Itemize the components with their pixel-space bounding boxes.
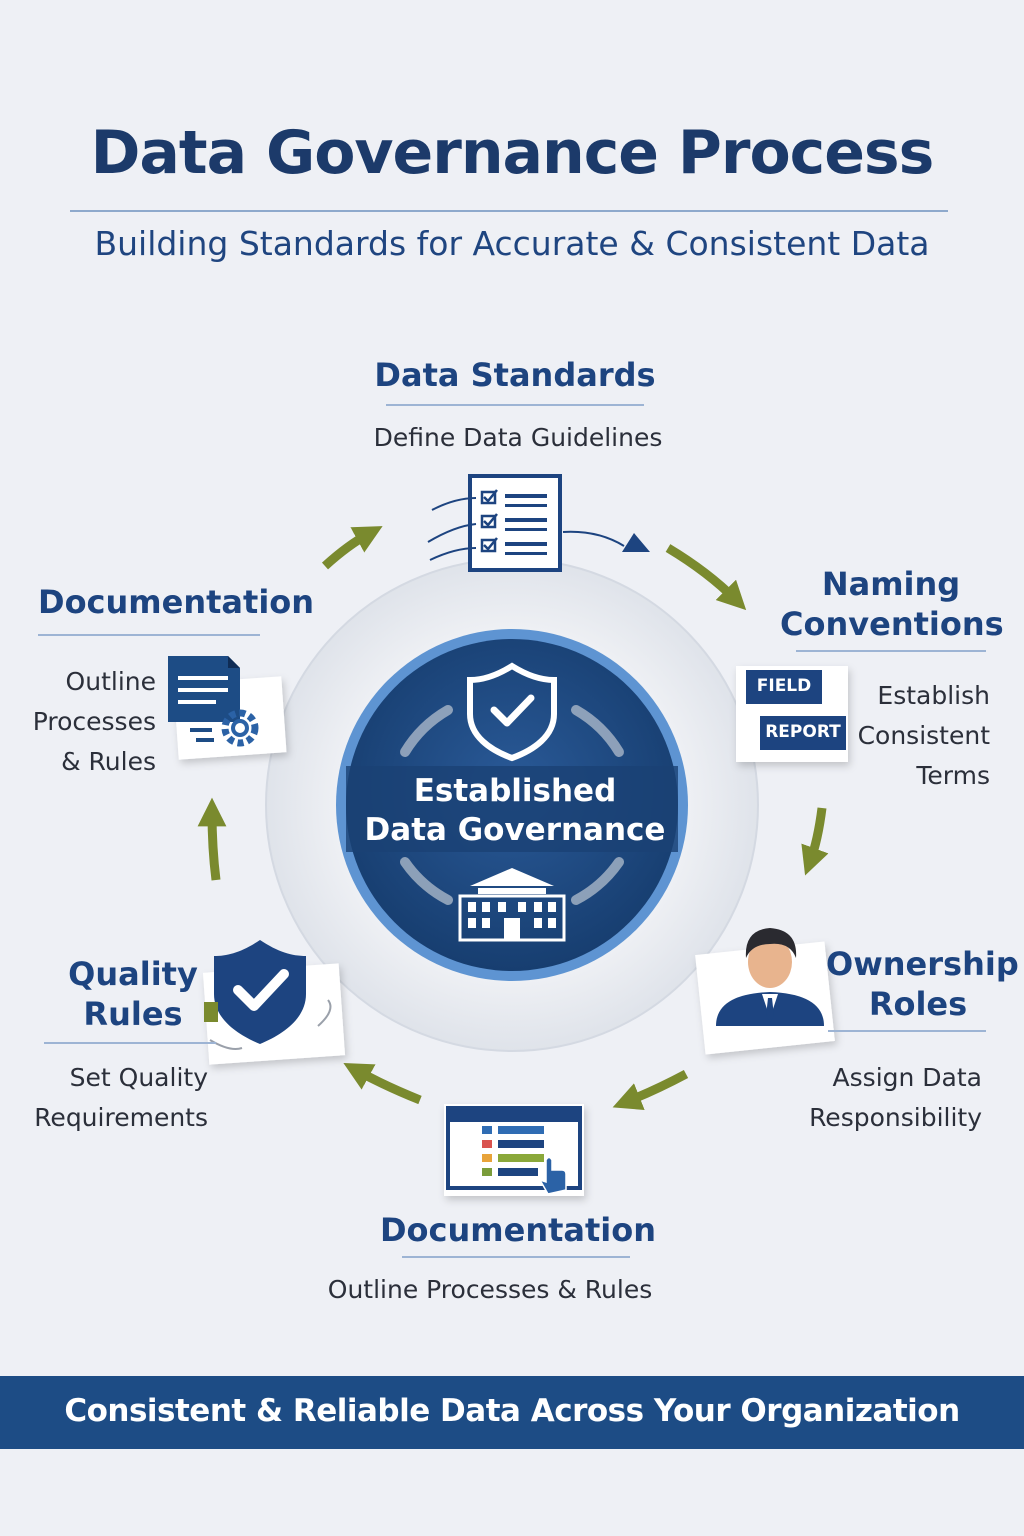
step-quality-divider: [44, 1042, 216, 1044]
badge-report-label: REPORT: [765, 722, 841, 742]
hub-arc-top-left: [400, 705, 453, 757]
step-naming-desc: Establish Consistent Terms: [850, 676, 990, 796]
badge-report: [760, 716, 846, 750]
title-divider: [70, 210, 948, 212]
arrow-doc-bottom-to-quality: [343, 1063, 422, 1105]
step-quality-title-line1: Quality: [68, 955, 198, 993]
step-ownership-title: Ownership Roles: [826, 944, 1019, 1024]
step-documentation-left-divider: [38, 634, 260, 636]
step-naming-title: Naming Conventions: [780, 564, 1004, 644]
hub-label-line1: Established: [413, 773, 617, 809]
step-ownership-title-line1: Ownership: [826, 945, 1019, 983]
step-naming-desc-line2: Consistent: [857, 721, 990, 750]
hub-text-band: [346, 766, 678, 852]
footer-tagline: Consistent & Reliable Data Across Your O…: [64, 1393, 960, 1429]
step-data-standards-desc: Define Data Guidelines: [373, 423, 663, 452]
badge-field: [746, 670, 822, 704]
step-quality-desc-line2: Requirements: [34, 1103, 208, 1132]
step-ownership-divider: [828, 1030, 986, 1032]
checklist-icon: [427, 474, 650, 572]
page-subtitle: Building Standards for Accurate & Consis…: [94, 224, 930, 263]
footer-banner: [0, 1376, 1024, 1449]
step-documentation-left-desc-line3: & Rules: [61, 747, 156, 776]
step-naming-desc-line3: Terms: [916, 761, 990, 790]
step-documentation-left-title: Documentation: [38, 583, 315, 621]
arrow-ownership-to-doc-bottom: [612, 1070, 689, 1111]
form-click-icon: [444, 1104, 584, 1196]
step-quality-title-line2: Rules: [83, 995, 183, 1033]
person-icon: [695, 928, 835, 1055]
step-naming-title-line2: Conventions: [780, 605, 1004, 643]
quality-shield-icon: [202, 940, 346, 1065]
step-documentation-left-desc: Outline Processes & Rules: [30, 662, 156, 782]
step-naming-desc-line1: Establish: [877, 681, 990, 710]
step-naming-divider: [796, 650, 986, 652]
step-ownership-desc-line1: Assign Data: [832, 1063, 982, 1092]
arrow-documentation-to-standards: [321, 526, 383, 570]
hub-shield-check-icon: [467, 662, 557, 762]
page-title: Data Governance Process: [90, 118, 935, 188]
step-ownership-desc: Assign Data Responsibility: [800, 1058, 982, 1138]
step-documentation-bottom-divider: [402, 1256, 630, 1258]
step-data-standards-divider: [386, 404, 644, 406]
step-ownership-title-line2: Roles: [868, 985, 968, 1023]
step-data-standards-title: Data Standards: [374, 356, 656, 394]
step-documentation-bottom-desc: Outline Processes & Rules: [327, 1275, 653, 1304]
badge-field-label: FIELD: [756, 676, 812, 696]
step-documentation-bottom-title: Documentation: [379, 1211, 657, 1249]
hub-label: Established Data Governance: [340, 772, 690, 850]
step-quality-title: Quality Rules: [50, 954, 216, 1034]
step-naming-title-line1: Naming: [821, 565, 961, 603]
hub-arc-bottom-left: [400, 857, 453, 905]
step-ownership-desc-line2: Responsibility: [809, 1103, 982, 1132]
step-quality-desc: Set Quality Requirements: [30, 1058, 208, 1138]
arrow-naming-to-ownership: [801, 807, 829, 876]
documentation-gear-icon: [168, 656, 287, 760]
arrow-standards-to-naming: [665, 544, 747, 611]
hub-building-icon: [458, 868, 566, 942]
hub-arc-top-right: [571, 705, 624, 757]
arrow-quality-to-doc-left: [197, 797, 227, 881]
step-documentation-left-desc-line1: Outline: [65, 667, 156, 696]
hub-label-line2: Data Governance: [364, 812, 666, 848]
hub-arc-bottom-right: [571, 857, 624, 905]
step-quality-desc-line1: Set Quality: [69, 1063, 208, 1092]
step-documentation-left-desc-line2: Processes: [32, 707, 156, 736]
